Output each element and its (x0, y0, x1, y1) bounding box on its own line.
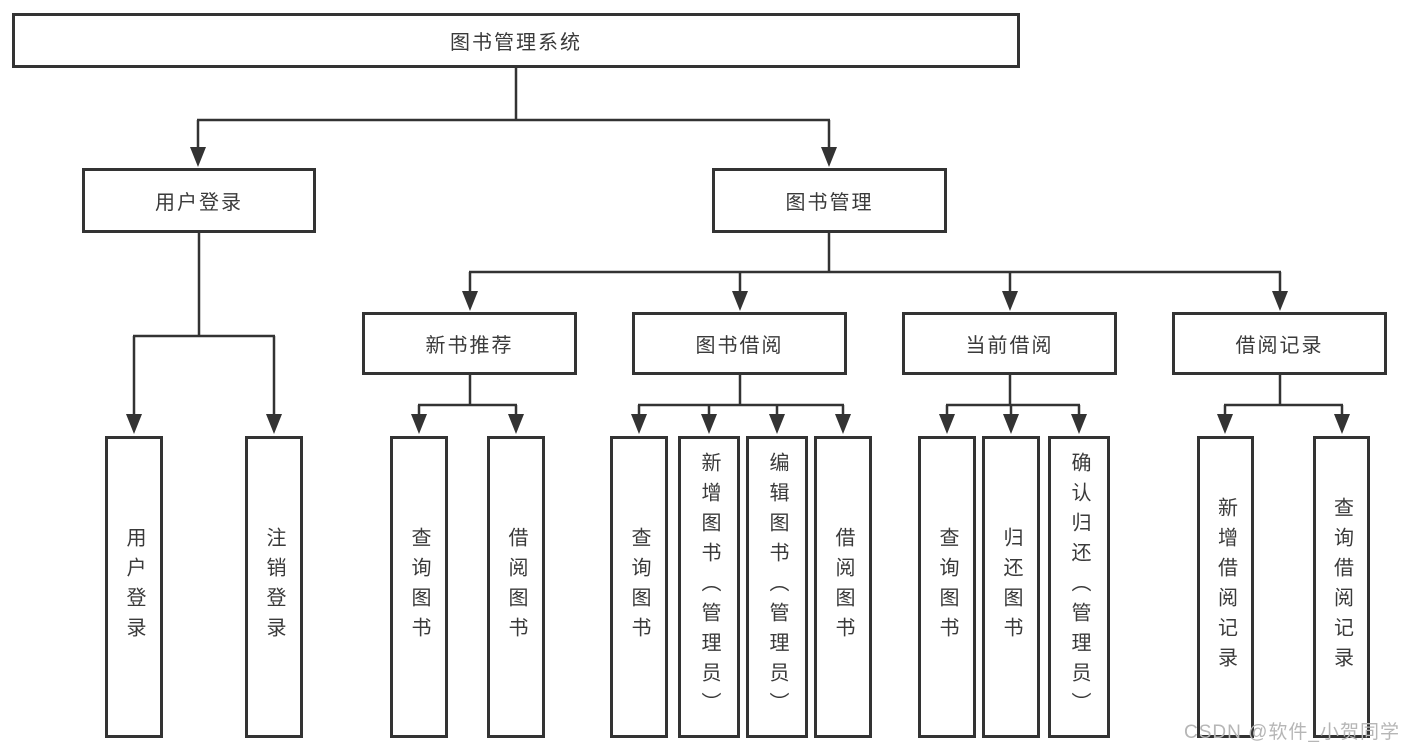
leaf-query-books-current: 查询图书 (918, 436, 976, 738)
leaf-confirm-return-admin: 确认归还（管理员） (1048, 436, 1110, 738)
leaf-add-book-admin: 新增图书（管理员） (678, 436, 740, 738)
node-book-management: 图书管理 (712, 168, 947, 233)
node-current-borrowing: 当前借阅 (902, 312, 1117, 375)
node-library-management-system: 图书管理系统 (12, 13, 1020, 68)
node-borrowing-records: 借阅记录 (1172, 312, 1387, 375)
node-new-book-recommendation: 新书推荐 (362, 312, 577, 375)
leaf-user-login: 用户登录 (105, 436, 163, 738)
leaf-query-borrow-record: 查询借阅记录 (1313, 436, 1370, 738)
leaf-return-books: 归还图书 (982, 436, 1040, 738)
node-book-borrowing: 图书借阅 (632, 312, 847, 375)
leaf-query-books-borrow: 查询图书 (610, 436, 668, 738)
leaf-borrow-books: 借阅图书 (814, 436, 872, 738)
leaf-logout: 注销登录 (245, 436, 303, 738)
leaf-query-books-recommend: 查询图书 (390, 436, 448, 738)
node-user-login: 用户登录 (82, 168, 316, 233)
leaf-borrow-books-recommend: 借阅图书 (487, 436, 545, 738)
leaf-edit-book-admin: 编辑图书（管理员） (746, 436, 808, 738)
csdn-watermark: CSDN @软件_小贺同学 (1184, 722, 1400, 743)
leaf-add-borrow-record: 新增借阅记录 (1197, 436, 1254, 738)
